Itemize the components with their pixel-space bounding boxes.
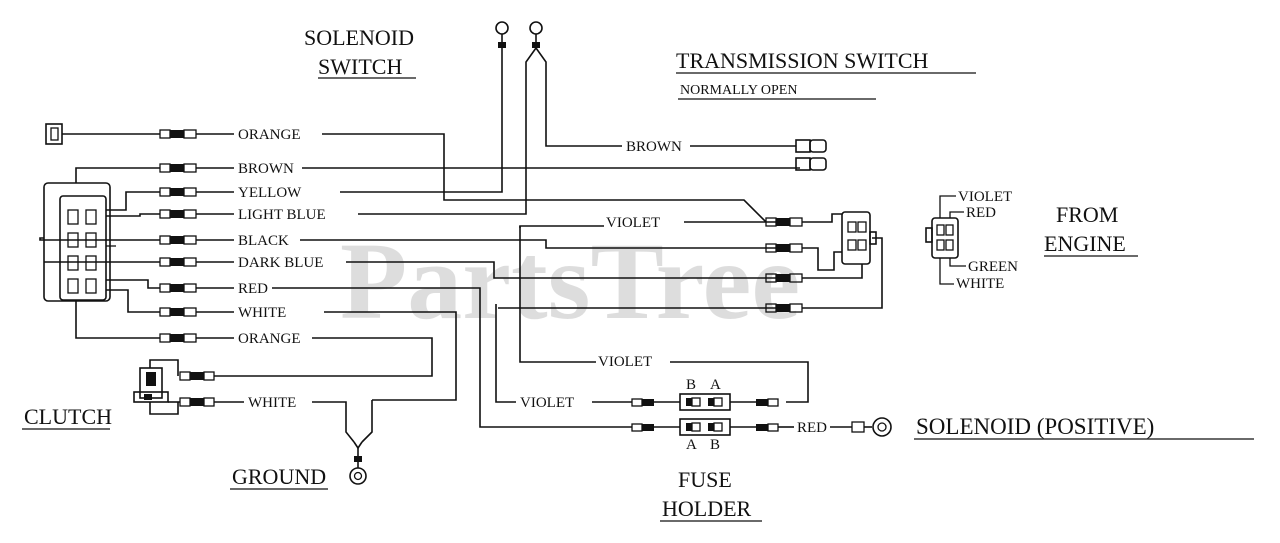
wire-label-light-blue: LIGHT BLUE xyxy=(238,207,326,223)
wire-label-red: RED xyxy=(238,281,268,297)
orange-wire-run xyxy=(322,133,524,201)
wire-label-brown-transmission: BROWN xyxy=(626,139,682,155)
watermark: PartsTree xyxy=(340,220,800,342)
engine-lead-1 xyxy=(802,213,842,223)
solenoid-switch-title-line1: SOLENOID xyxy=(304,25,414,50)
orange-plug-connector xyxy=(45,123,160,145)
red-harness-route xyxy=(106,279,160,289)
wire-label-white: WHITE xyxy=(238,305,286,321)
fuse-label-top-a: A xyxy=(710,377,721,393)
fuse-holder xyxy=(631,393,779,436)
clutch-bullet-1 xyxy=(179,371,215,381)
solenoid-switch-terminals xyxy=(495,21,622,147)
clutch-bullet-2 xyxy=(179,397,215,407)
engine-label-white: WHITE xyxy=(956,276,1004,292)
engine-lead-3 xyxy=(802,264,863,279)
violet-connector-run xyxy=(524,199,780,223)
main-harness-plug xyxy=(43,182,116,302)
transmission-switch-title: TRANSMISSION SWITCH xyxy=(676,48,929,73)
engine-side-bullets xyxy=(765,217,803,313)
engine-lead-2 xyxy=(802,247,842,271)
solenoid-switch-title-line2: SWITCH xyxy=(318,54,402,79)
light-blue-wire-run xyxy=(358,70,527,215)
dark-blue-wire-run xyxy=(346,261,780,279)
engine-label-violet: VIOLET xyxy=(958,189,1012,205)
violet-fuse-route xyxy=(495,304,516,403)
wire-label-violet-mid: VIOLET xyxy=(598,354,652,370)
engine-harness-connector xyxy=(841,211,877,265)
orange-bottom-wire-run xyxy=(214,337,433,377)
black-harness-route xyxy=(39,237,160,241)
white-harness-route xyxy=(106,289,160,313)
black-wire-run xyxy=(300,239,780,249)
ground-terminal xyxy=(349,400,373,485)
brown-harness-route xyxy=(75,167,160,183)
from-engine-title-line2: ENGINE xyxy=(1044,231,1126,256)
bullet-connectors xyxy=(159,129,197,343)
wire-label-violet-fuse: VIOLET xyxy=(520,395,574,411)
wire-label-dark-blue: DARK BLUE xyxy=(238,255,323,271)
wire-label-orange-top: ORANGE xyxy=(238,127,301,143)
violet-mid-run xyxy=(670,361,809,403)
solenoid-positive-title: SOLENOID (POSITIVE) xyxy=(916,414,1154,439)
yellow-harness-route xyxy=(106,191,160,211)
engine-label-red: RED xyxy=(966,205,996,221)
red-wire-run xyxy=(272,287,632,428)
white-wire-run xyxy=(324,311,457,401)
clutch-white-run xyxy=(312,401,355,443)
fuse-holder-title-line1: FUSE xyxy=(678,467,732,492)
engine-label-green: GREEN xyxy=(968,259,1018,275)
from-engine-title-line1: FROM xyxy=(1056,202,1118,227)
fuse-label-bottom-b: B xyxy=(710,437,720,453)
normally-open-subtitle: NORMALLY OPEN xyxy=(680,83,797,98)
transmission-switch-connector xyxy=(795,139,827,171)
clutch-title: CLUTCH xyxy=(24,404,112,429)
fuse-label-top-b: B xyxy=(686,377,696,393)
clutch-connector xyxy=(133,359,179,415)
light-blue-harness-route xyxy=(106,213,160,217)
wire-label-brown: BROWN xyxy=(238,161,294,177)
yellow-wire-run xyxy=(340,60,503,193)
wire-label-orange-bottom: ORANGE xyxy=(238,331,301,347)
bullet-leads xyxy=(196,133,234,339)
fuse-holder-title-line2: HOLDER xyxy=(662,496,752,521)
engine-lead-4 xyxy=(802,237,883,309)
wire-label-red-solenoid: RED xyxy=(797,420,827,436)
ground-title: GROUND xyxy=(232,464,326,489)
wire-label-black: BLACK xyxy=(238,233,289,249)
engine-mating-connector xyxy=(925,195,966,285)
orange-harness-route xyxy=(75,301,160,339)
solenoid-positive-terminal xyxy=(830,417,892,437)
violet-branch-down xyxy=(519,226,596,363)
fuse-label-bottom-a: A xyxy=(686,437,697,453)
wire-label-yellow: YELLOW xyxy=(238,185,302,201)
wire-label-white-clutch: WHITE xyxy=(248,395,296,411)
wire-label-violet-engine: VIOLET xyxy=(606,215,660,231)
